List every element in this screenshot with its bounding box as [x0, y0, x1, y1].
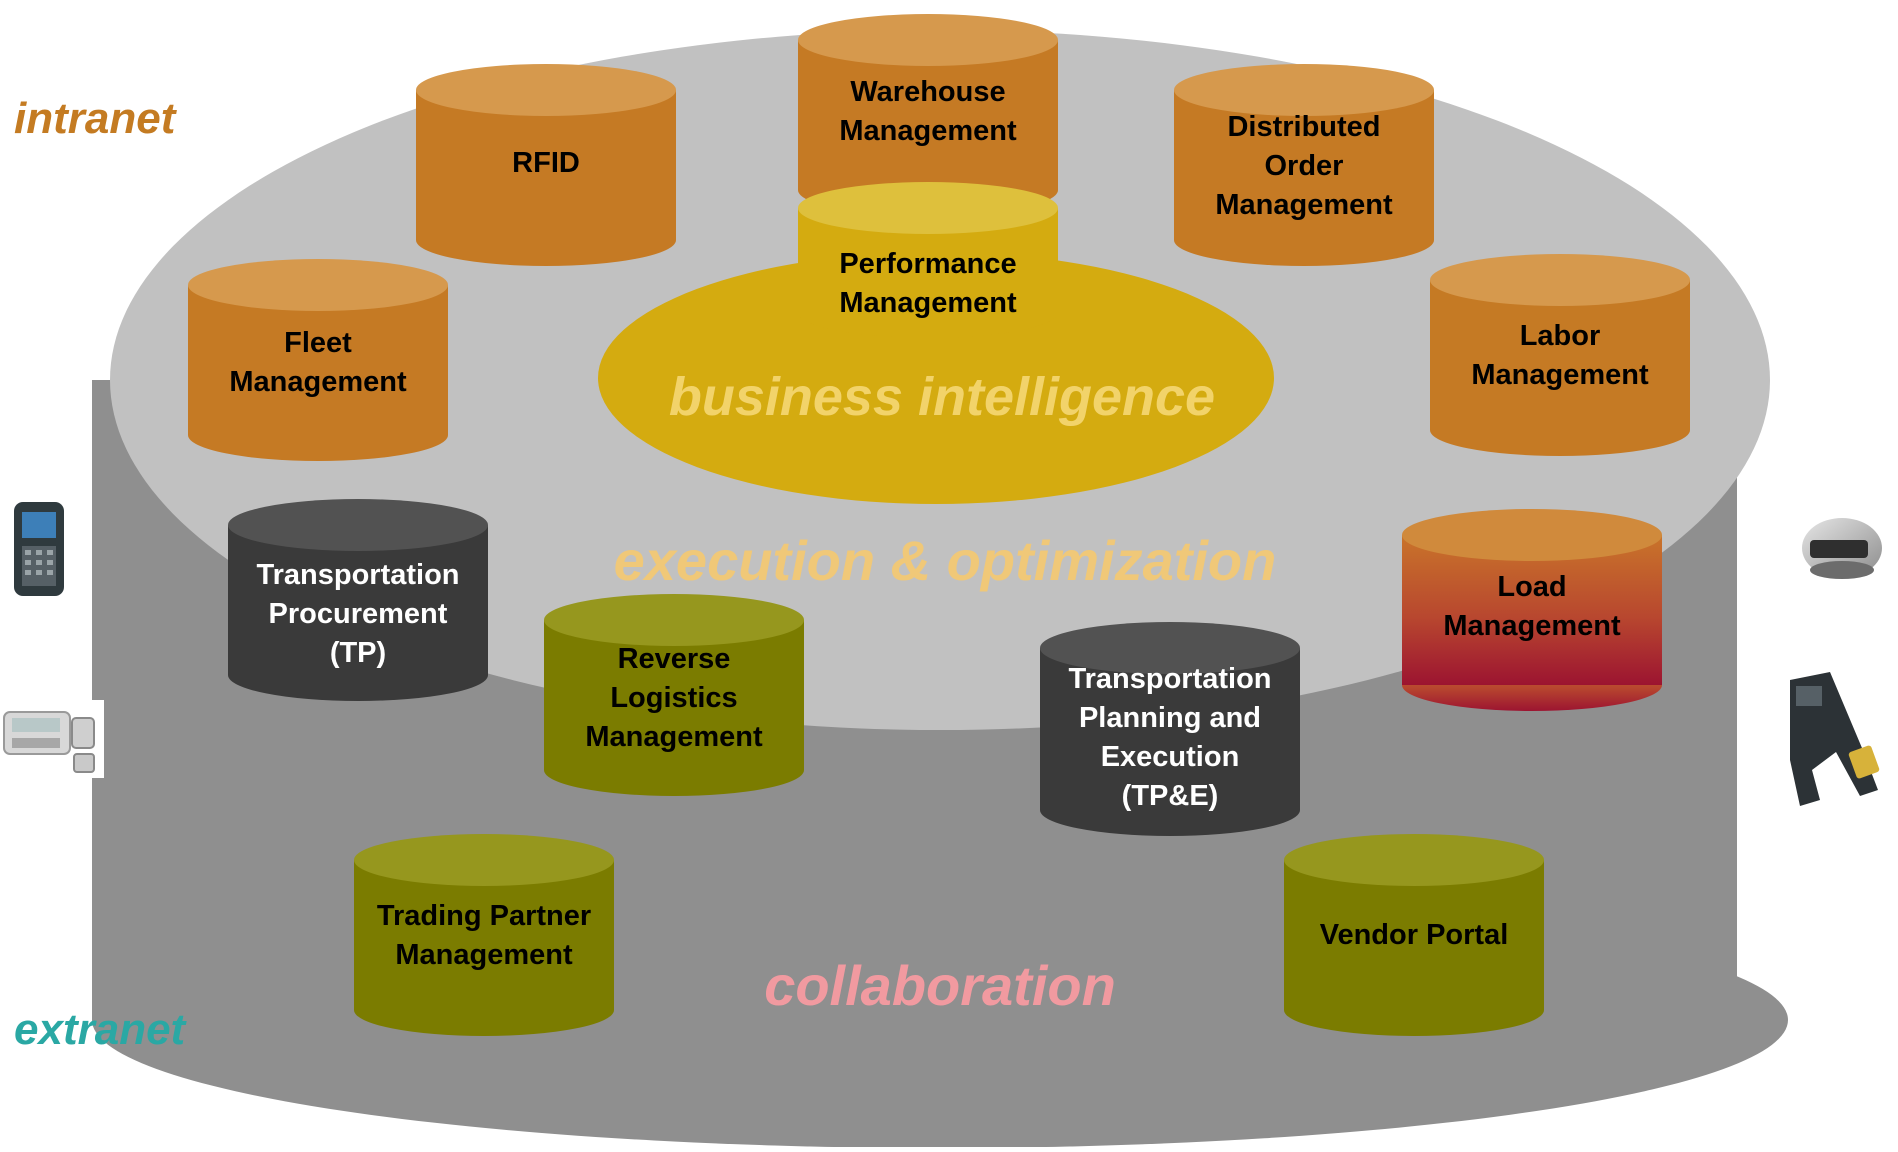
- performance-top: [798, 182, 1058, 234]
- performance-label-line: Management: [839, 287, 1017, 319]
- transportation-planning-label-line: Planning and: [1079, 702, 1261, 734]
- distributed-order-label-line: Order: [1265, 150, 1344, 182]
- rfid-module: RFID: [416, 64, 676, 266]
- fleet-label-line: Management: [229, 366, 407, 398]
- fleet-label-line: Fleet: [284, 327, 352, 359]
- reverse-logistics-top: [544, 594, 804, 646]
- distributed-order-top: [1174, 64, 1434, 116]
- vendor-portal-top: [1284, 834, 1544, 886]
- transportation-planning-body: [1040, 648, 1300, 810]
- trading-partner-top: [354, 834, 614, 886]
- load-label-line: Load: [1497, 571, 1566, 603]
- vendor-portal-module: Vendor Portal: [1284, 834, 1544, 1036]
- collaboration-label: collaboration: [764, 954, 1116, 1017]
- pistol-grip-scanner-icon: [1790, 672, 1880, 806]
- transportation-procurement-top: [228, 499, 488, 551]
- trading-partner-label-line: Management: [395, 939, 573, 971]
- warehouse-top: [798, 14, 1058, 66]
- business-intelligence-zone: [598, 252, 1274, 504]
- wearable-scanner-icon: [1802, 518, 1882, 579]
- transportation-procurement-label-line: Procurement: [269, 598, 448, 630]
- trading-partner-label-line: Trading Partner: [377, 900, 591, 932]
- load-top: [1402, 509, 1662, 561]
- labor-top: [1430, 254, 1690, 306]
- reverse-logistics-label-line: Reverse: [618, 643, 731, 675]
- reverse-logistics-label-line: Management: [585, 721, 763, 753]
- handheld-terminal-icon: [14, 502, 64, 596]
- intranet-label: intranet: [14, 94, 178, 143]
- distributed-order-label-line: Distributed: [1227, 111, 1380, 143]
- rfid-top: [416, 64, 676, 116]
- business-intelligence-label: business intelligence: [669, 367, 1215, 427]
- reverse-logistics-label-line: Logistics: [610, 682, 737, 714]
- transportation-planning-label-line: Execution: [1101, 741, 1240, 773]
- desktop-terminal-icon: [0, 700, 104, 778]
- distributed-order-label-line: Management: [1215, 189, 1393, 221]
- transportation-planning-label-line: (TP&E): [1122, 780, 1219, 812]
- rfid-label-line: RFID: [512, 147, 580, 179]
- transportation-procurement-label-line: Transportation: [256, 559, 459, 591]
- extranet-label: extranet: [14, 1005, 188, 1054]
- labor-label-line: Management: [1471, 359, 1649, 391]
- fleet-top: [188, 259, 448, 311]
- transportation-procurement-label-line: (TP): [330, 637, 386, 669]
- load-label-line: Management: [1443, 610, 1621, 642]
- warehouse-label-line: Warehouse: [850, 76, 1005, 108]
- transportation-planning-label-line: Transportation: [1068, 663, 1271, 695]
- execution-optimization-label: execution & optimization: [614, 529, 1277, 592]
- transportation-planning-top: [1040, 622, 1300, 674]
- warehouse-label-line: Management: [839, 115, 1017, 147]
- labor-label-line: Labor: [1520, 320, 1601, 352]
- vendor-portal-label-line: Vendor Portal: [1320, 919, 1509, 951]
- performance-label-line: Performance: [839, 248, 1016, 280]
